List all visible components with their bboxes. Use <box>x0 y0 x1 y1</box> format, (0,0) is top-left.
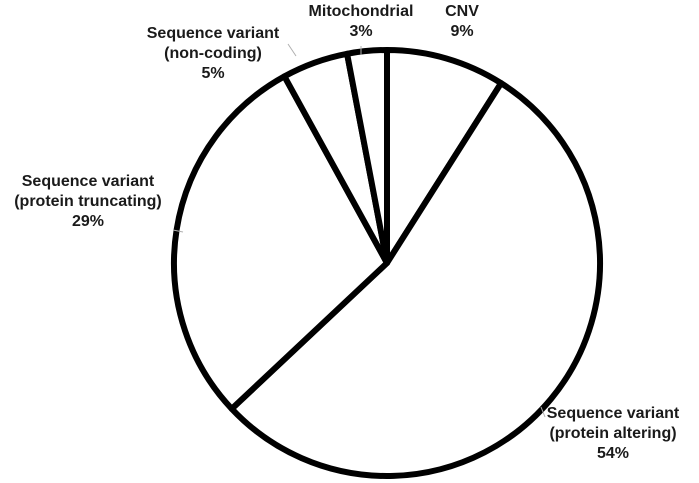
slice-name-label: (protein altering) <box>549 425 676 442</box>
pie-slice-sequence-variant-protein-truncating <box>171 73 390 412</box>
leader-line <box>172 229 184 233</box>
slice-name-label: Mitochondrial <box>309 3 414 20</box>
slice-label: Sequence variant (protein altering) 54% <box>547 405 680 462</box>
slice-percent-label: 54% <box>597 445 629 462</box>
pie-slice-sequence-variant-protein-altering <box>228 80 603 479</box>
slice-label: CNV 9% <box>445 3 479 40</box>
slice-labels: CNV 9% Sequence variant (protein altering) 5… <box>14 3 680 462</box>
slice-name-label: Sequence variant <box>22 173 155 190</box>
leader-line <box>287 43 297 57</box>
slice-label: Sequence variant (protein truncating) 29% <box>14 173 162 230</box>
slice-name-label: Sequence variant <box>547 405 680 422</box>
leader-lines <box>172 43 546 418</box>
pie-slice-mitochondrial <box>344 47 390 266</box>
leader-line <box>540 406 546 418</box>
slice-percent-label: 5% <box>201 65 224 82</box>
slice-percent-label: 3% <box>349 23 372 40</box>
slice-name-label: CNV <box>445 3 479 20</box>
slice-name-label: (protein truncating) <box>14 193 162 210</box>
slice-percent-label: 9% <box>450 23 473 40</box>
slice-percent-label: 29% <box>72 213 104 230</box>
slice-label: Sequence variant (non-coding) 5% <box>147 25 280 82</box>
slice-label: Mitochondrial 3% <box>309 3 414 40</box>
slice-name-label: (non-coding) <box>164 45 262 62</box>
slice-name-label: Sequence variant <box>147 25 280 42</box>
pie-slices <box>171 47 603 479</box>
pie-slice-cnv <box>384 47 505 266</box>
